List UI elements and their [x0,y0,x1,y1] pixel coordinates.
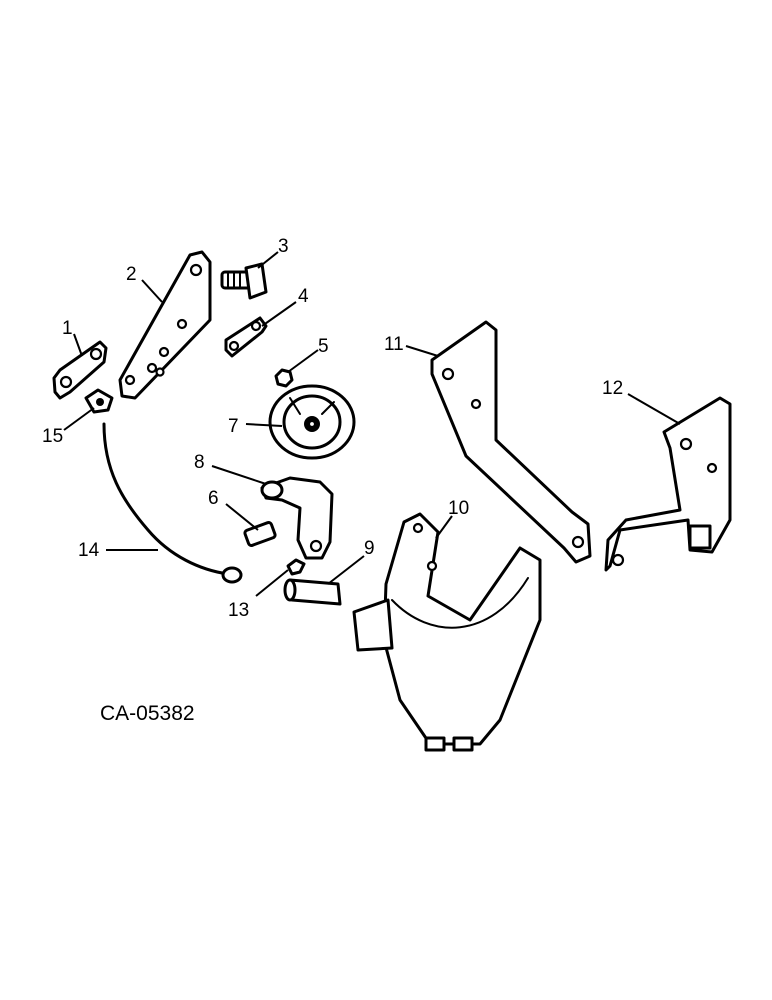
part-5-nut [274,368,294,388]
part-4-strap [224,316,268,358]
callout-14: 14 [78,540,100,561]
leader-2 [141,279,163,303]
part-6-pin [243,521,277,547]
callout-7: 7 [228,416,239,437]
leader-15 [63,407,95,431]
callout-1: 1 [62,318,73,339]
callout-3: 3 [278,236,289,257]
leader-8 [211,465,267,485]
leader-4 [261,301,297,327]
leader-11 [405,345,439,357]
callout-11: 11 [384,334,404,355]
diagram-code: CA-05382 [100,702,195,725]
callout-9: 9 [364,538,375,559]
callout-4: 4 [298,286,309,307]
leader-13 [255,569,289,597]
leader-10 [435,515,453,539]
part-15-fitting [84,388,114,414]
callout-5: 5 [318,336,329,357]
part-7-pulley [268,384,356,460]
part-10-shield [352,512,542,752]
callout-12: 12 [602,378,623,399]
leader-9 [327,555,365,585]
callout-13: 13 [228,600,249,621]
leader-1 [73,333,83,357]
leader-7 [245,423,283,427]
leader-lines [63,251,681,597]
part-11-bracket [430,320,592,564]
leader-12 [627,393,681,425]
leader-6 [225,503,259,531]
callout-10: 10 [448,498,469,519]
callout-6: 6 [208,488,219,509]
part-3-threaded-stud [220,262,268,300]
part-8-lever-arm [260,476,334,560]
part-2-mounting-plate [118,250,212,400]
leader-5 [287,349,319,373]
callout-numbers: 1 2 3 4 5 6 7 8 9 10 11 12 13 14 15 [42,236,623,621]
callout-15: 15 [42,426,63,447]
part-13-clip [286,558,306,576]
part-12-offset-bracket [604,396,732,572]
callout-8: 8 [194,452,205,473]
part-9-roller-pin [283,578,342,606]
part-14-cable [102,422,243,584]
part-1-link-plate [52,340,108,400]
callout-2: 2 [126,264,137,285]
leader-3 [257,251,279,269]
